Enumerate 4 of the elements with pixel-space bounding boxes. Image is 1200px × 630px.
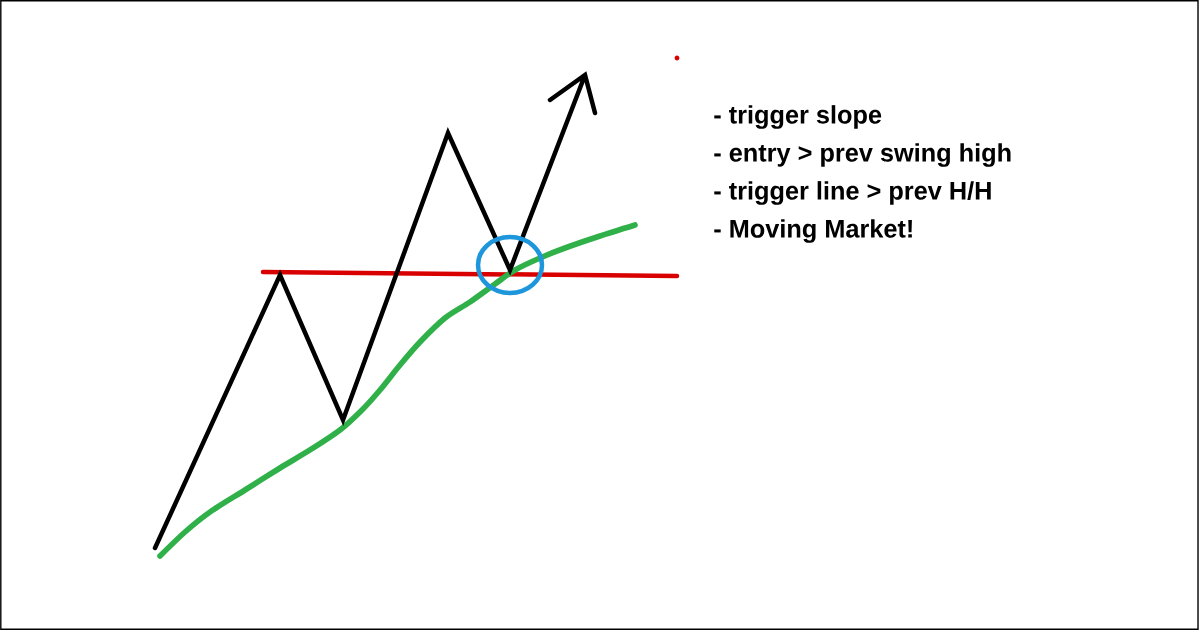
note-text: - entry > prev swing high	[714, 143, 1011, 167]
note-text: - trigger line > prev H/H	[714, 181, 991, 205]
note-text: - Moving Market!	[714, 219, 912, 243]
note-text: - trigger slope	[714, 105, 882, 129]
